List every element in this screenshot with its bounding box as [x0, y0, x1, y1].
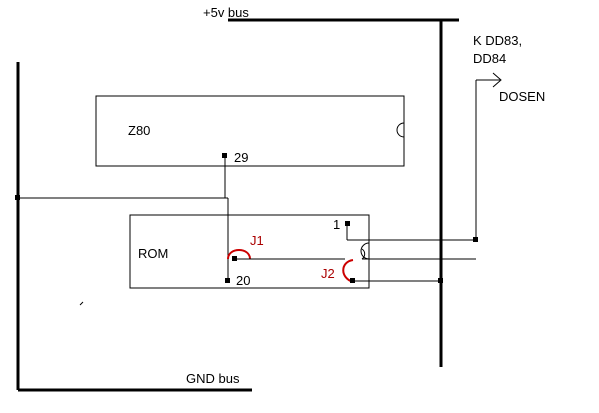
dosen-label: DOSEN — [499, 89, 545, 104]
jumper-j1-label: J1 — [250, 233, 264, 248]
z80-chip — [95, 95, 405, 167]
target-label-line2: DD84 — [473, 51, 506, 66]
target-label-line1: K DD83, — [473, 33, 522, 48]
z80-label: Z80 — [128, 123, 150, 138]
jumper-j2-label: J2 — [321, 266, 335, 281]
vcc-bus-label: +5v bus — [203, 5, 249, 20]
stray-mark — [79, 301, 84, 306]
rom-pin20-dot — [225, 278, 230, 283]
rom-pin1-dot — [345, 221, 350, 226]
dosen-arrowhead — [492, 72, 502, 88]
gnd-junction-dot — [15, 195, 20, 200]
rom-chip-notch — [360, 242, 370, 260]
gnd-bus-label: GND bus — [186, 371, 240, 386]
bus-junction-dot — [438, 278, 443, 283]
z80-chip-notch — [396, 122, 405, 138]
jumper-j1-contact — [232, 256, 237, 261]
rom-label: ROM — [138, 246, 168, 261]
jumper-j1-arc — [227, 249, 251, 260]
rom-pin1-label: 1 — [333, 217, 340, 232]
rom-pin20-label: 20 — [236, 273, 250, 288]
z80-pin29-dot — [222, 153, 227, 158]
rom-chip — [129, 214, 370, 289]
z80-pin29-label: 29 — [234, 150, 248, 165]
